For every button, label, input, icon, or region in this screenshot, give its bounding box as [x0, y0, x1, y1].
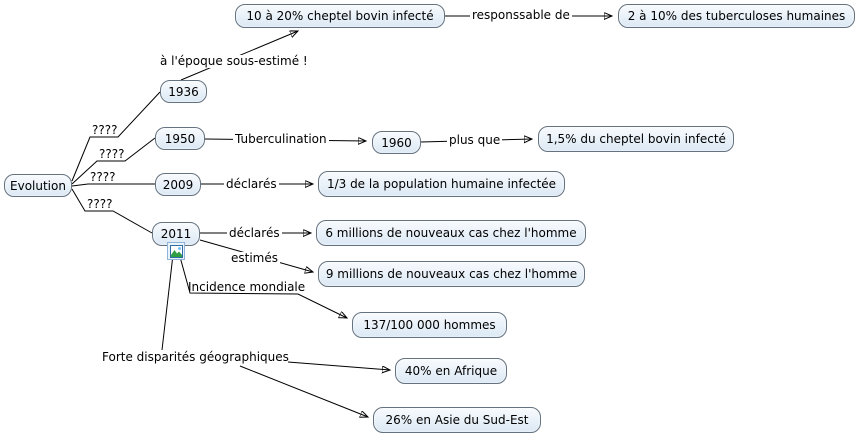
edge-disparites-afrique	[287, 361, 390, 370]
label-plus-que[interactable]: plus que	[447, 133, 503, 147]
label-q2[interactable]: ????	[99, 147, 125, 161]
label-responsable[interactable]: responssable de	[470, 8, 572, 22]
label-q4[interactable]: ????	[87, 197, 113, 211]
label-disparites[interactable]: Forte disparités géographiques	[102, 350, 289, 364]
node-1936[interactable]: 1936	[160, 80, 207, 103]
label-q3[interactable]: ????	[90, 170, 116, 184]
edge-evolution-1950	[71, 137, 156, 185]
label-estimes[interactable]: estimés	[229, 251, 280, 265]
label-incidence-mondiale[interactable]: Incidence mondiale	[188, 280, 306, 294]
edge-evolution-1936	[71, 91, 161, 182]
node-1960[interactable]: 1960	[372, 131, 421, 154]
node-9-millions-estimes[interactable]: 9 millions de nouveaux cas chez l'homme	[318, 261, 585, 287]
label-sous-estime[interactable]: à l'époque sous-estimé !	[158, 54, 310, 68]
label-tuberculination[interactable]: Tuberculination	[233, 132, 329, 146]
node-evolution[interactable]: Evolution	[4, 174, 72, 197]
edge-evolution-2011	[71, 188, 153, 234]
node-2009[interactable]: 2009	[155, 173, 201, 196]
label-declares-2011[interactable]: déclarés	[227, 226, 282, 240]
node-population-infectee[interactable]: 1/3 de la population humaine infectée	[318, 171, 565, 197]
edge-2011-disparites	[161, 245, 175, 351]
label-q1[interactable]: ????	[92, 123, 118, 137]
node-cheptel-1-5[interactable]: 1,5% du cheptel bovin infecté	[538, 126, 734, 152]
edge-disparites-asie	[239, 365, 368, 417]
node-1950[interactable]: 1950	[155, 127, 205, 150]
image-icon-glyph	[169, 244, 183, 258]
node-incidence-137[interactable]: 137/100 000 hommes	[352, 312, 507, 338]
node-cheptel-10-20[interactable]: 10 à 20% cheptel bovin infecté	[235, 4, 445, 28]
node-6-millions-declares[interactable]: 6 millions de nouveaux cas chez l'homme	[316, 220, 586, 246]
edge-evolution-2009	[71, 183, 155, 187]
edge-2011-incidence-137	[176, 245, 347, 318]
image-icon[interactable]	[167, 242, 185, 260]
node-40-afrique[interactable]: 40% en Afrique	[395, 358, 507, 384]
node-26-asie[interactable]: 26% en Asie du Sud-Est	[373, 407, 541, 433]
node-tuberculoses-humaines[interactable]: 2 à 10% des tuberculoses humaines	[618, 4, 855, 28]
label-declares-2009[interactable]: déclarés	[224, 177, 279, 191]
